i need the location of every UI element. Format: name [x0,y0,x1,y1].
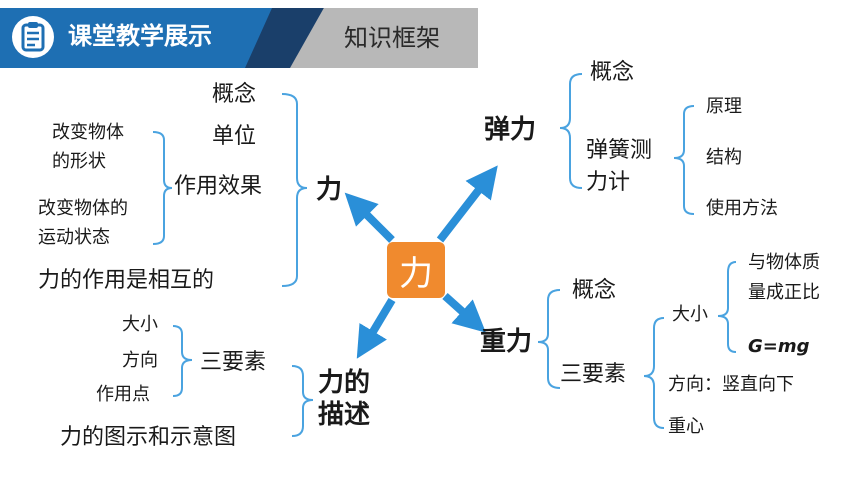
arrow-describe [356,297,396,359]
describe-three: 三要素 [200,350,267,375]
brace-effect [152,131,173,245]
gravity-direction: 方向：竖直向下 [668,374,794,395]
brace-elements [172,325,193,397]
meter-line1: 弹簧测 [586,138,653,163]
force-unit: 单位 [212,124,257,149]
gravity-three: 三要素 [560,362,627,387]
arrow-gravity [442,293,486,333]
brace-gravity [537,289,561,389]
clipboard-icon [12,16,54,58]
arrow-elastic [436,165,498,243]
meter-structure: 结构 [706,147,742,168]
force-effect: 作用效果 [174,174,263,199]
arrow-force [344,192,395,243]
gravity-size: 大小 [672,304,708,325]
brace-size [717,261,737,353]
gravity-center: 重心 [668,416,704,437]
header-subtitle-bg [290,8,478,68]
header-subtitle: 知识框架 [344,24,440,52]
effect-shape-2: 的形状 [52,151,106,172]
gravity-size-1: 与物体质 [748,252,820,273]
gravity-formula: G=mg [748,336,810,357]
element-point: 作用点 [96,384,150,405]
element-direction: 方向 [122,350,158,371]
brace-meter [673,105,695,215]
meter-principle: 原理 [706,96,742,117]
brace-elastic [559,73,583,189]
force-mutual: 力的作用是相互的 [38,268,215,293]
effect-shape-1: 改变物体 [52,122,124,143]
brace-gravity-three [643,317,665,429]
force-concept: 概念 [212,82,257,107]
gravity-label: 重力 [480,327,533,357]
center-node: 力 [387,242,445,298]
meter-usage: 使用方法 [706,198,778,219]
gravity-concept: 概念 [572,278,617,303]
meter-line2: 力计 [586,170,631,195]
element-size: 大小 [122,314,158,335]
effect-motion-1: 改变物体的 [38,198,128,219]
brace-force [281,93,308,287]
effect-motion-2: 运动状态 [38,227,110,248]
describe-label-1: 力的 [318,368,371,398]
force-label: 力 [316,175,343,205]
brace-describe [291,365,314,437]
describe-label-2: 描述 [318,400,371,430]
header-title: 课堂教学展示 [68,22,212,50]
elastic-concept: 概念 [590,60,635,85]
elastic-label: 弹力 [484,115,537,145]
gravity-size-2: 量成正比 [748,282,820,303]
describe-diagram: 力的图示和示意图 [60,425,237,450]
